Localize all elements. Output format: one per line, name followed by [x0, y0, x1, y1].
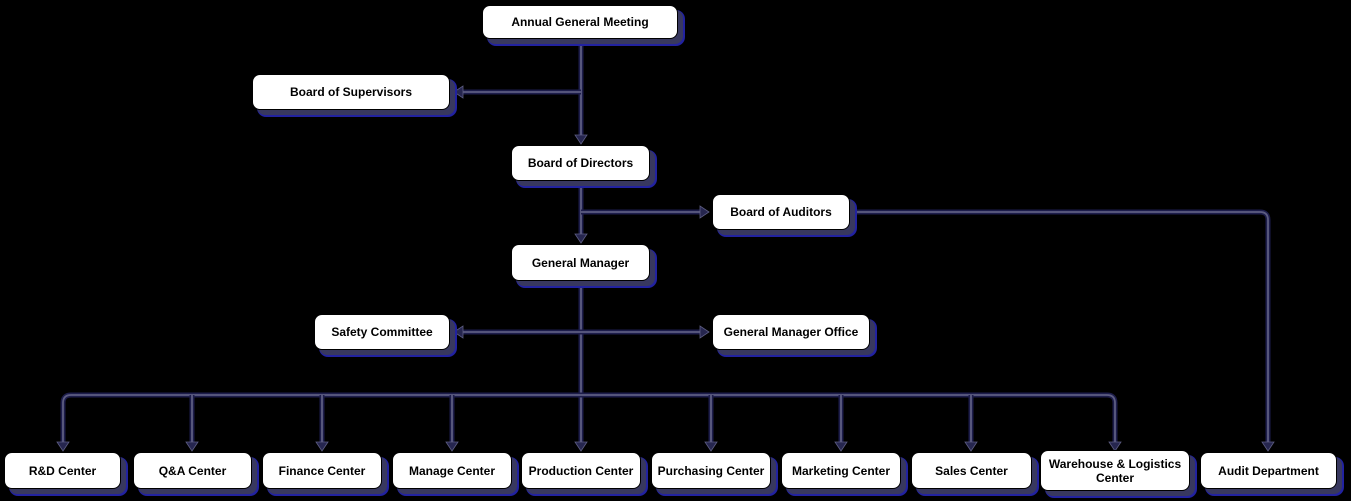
arrowhead-down-icon [315, 441, 329, 452]
edge-drop-qa-center [185, 395, 199, 452]
edge-drop-finance-center [315, 395, 329, 452]
org-node-finance-center[interactable]: Finance Center [262, 452, 382, 489]
org-node-sales-center[interactable]: Sales Center [911, 452, 1032, 489]
org-node-label: R&D Center [28, 463, 97, 478]
org-node-label: Annual General Meeting [511, 15, 649, 29]
org-node-label: Marketing Center [791, 463, 891, 478]
org-node-general-manager-office[interactable]: General Manager Office [712, 314, 870, 350]
org-node-audit-department[interactable]: Audit Department [1200, 452, 1337, 489]
org-node-label: Audit Department [1218, 463, 1319, 478]
org-node-label: Sales Center [935, 463, 1008, 478]
org-node-label: General Manager Office [723, 325, 859, 339]
org-node-rd-center[interactable]: R&D Center [4, 452, 121, 489]
org-node-annual-general-meeting[interactable]: Annual General Meeting [482, 5, 678, 39]
arrowhead-left-icon [453, 325, 464, 339]
arrowhead-down-icon [1261, 441, 1275, 452]
edge-agm-to-supervisors [453, 85, 581, 99]
org-node-warehouse-logistics-center[interactable]: Warehouse & Logistics Center [1040, 450, 1190, 491]
org-node-manage-center[interactable]: Manage Center [392, 452, 512, 489]
org-node-label: Q&A Center [158, 463, 227, 478]
org-node-label: Warehouse & Logistics Center [1048, 456, 1182, 485]
org-node-label: Board of Directors [527, 156, 634, 170]
org-node-board-of-directors[interactable]: Board of Directors [511, 145, 650, 181]
org-node-label: Manage Center [408, 463, 496, 478]
edge-directors-to-auditors [581, 205, 710, 219]
edge-drop-sales-center [964, 395, 978, 452]
org-node-marketing-center[interactable]: Marketing Center [781, 452, 901, 489]
edge-gm-to-gm-office [581, 325, 710, 339]
arrowhead-left-icon [453, 85, 464, 99]
arrowhead-down-icon [964, 441, 978, 452]
edge-gm-to-safety-committee [453, 325, 581, 339]
arrowhead-down-icon [704, 441, 718, 452]
org-node-production-center[interactable]: Production Center [521, 452, 641, 489]
org-node-label: Board of Supervisors [289, 85, 413, 99]
org-node-label: Board of Auditors [730, 205, 832, 219]
org-node-label: Safety Committee [331, 325, 433, 339]
arrowhead-right-icon [699, 325, 710, 339]
org-node-label: General Manager [531, 255, 630, 270]
arrowhead-down-icon [185, 441, 199, 452]
org-node-board-of-auditors[interactable]: Board of Auditors [712, 194, 850, 230]
org-node-purchasing-center[interactable]: Purchasing Center [651, 452, 771, 489]
arrowhead-right-icon [699, 205, 710, 219]
arrowhead-down-icon [56, 441, 70, 452]
arrowhead-down-icon [834, 441, 848, 452]
edge-auditors-to-audit-department [851, 209, 1275, 452]
arrowhead-down-icon [574, 233, 588, 244]
arrowhead-down-icon [574, 134, 588, 145]
edge-gm-distribution-rail [56, 392, 1122, 452]
org-node-label: Finance Center [278, 463, 366, 478]
org-node-general-manager[interactable]: General Manager [511, 244, 650, 281]
arrowhead-down-icon [1108, 441, 1122, 452]
edge-drop-purchasing-center [704, 395, 718, 452]
org-node-label: Production Center [528, 463, 634, 478]
arrowhead-down-icon [574, 441, 588, 452]
org-node-label: Purchasing Center [657, 463, 765, 478]
org-node-qa-center[interactable]: Q&A Center [133, 452, 252, 489]
org-node-safety-committee[interactable]: Safety Committee [314, 314, 450, 350]
arrowhead-down-icon [445, 441, 459, 452]
edge-gm-trunk [574, 281, 588, 452]
edge-drop-manage-center [445, 395, 459, 452]
edge-drop-marketing-center [834, 395, 848, 452]
org-node-board-of-supervisors[interactable]: Board of Supervisors [252, 74, 450, 110]
